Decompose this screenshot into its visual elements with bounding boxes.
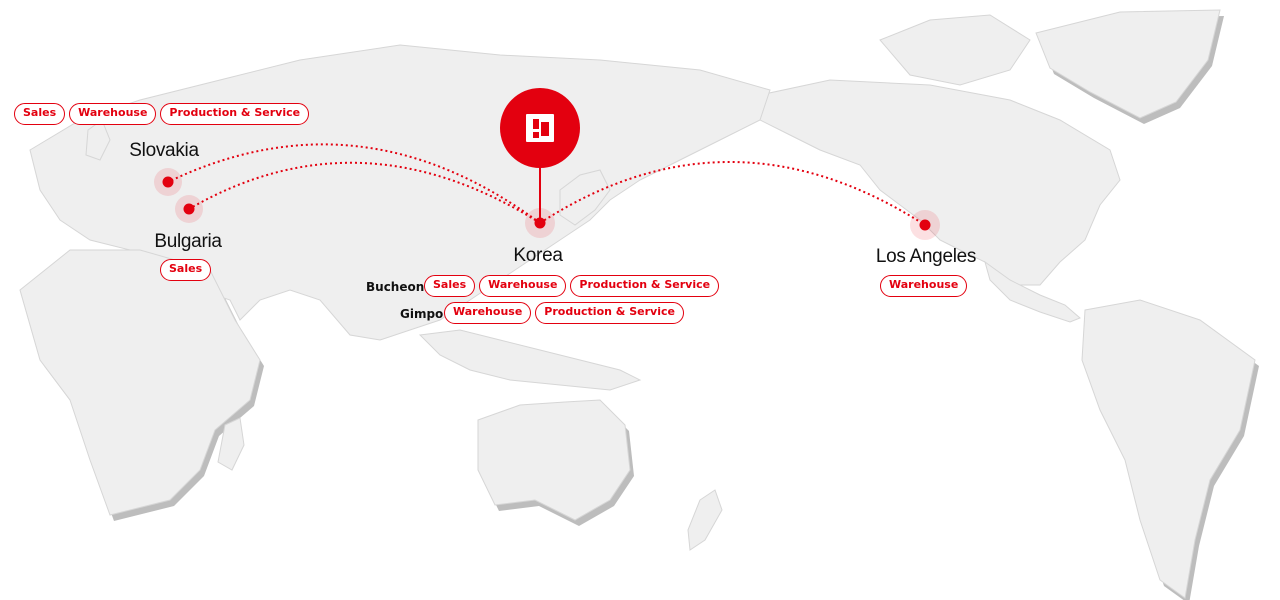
- bucheon-tag-production-service[interactable]: Production & Service: [570, 275, 720, 297]
- los-angeles-label: Los Angeles: [875, 246, 977, 267]
- bulgaria-tag-sales[interactable]: Sales: [160, 259, 212, 281]
- bucheon-tags: Sales Warehouse Production & Service: [424, 275, 720, 297]
- slovakia-label: Slovakia: [129, 140, 199, 161]
- bulgaria-tags: Sales: [160, 259, 212, 281]
- slovakia-tag-sales[interactable]: Sales: [14, 103, 66, 125]
- bucheon-label: Bucheon: [366, 280, 425, 294]
- bucheon-tag-sales[interactable]: Sales: [424, 275, 476, 297]
- gimpo-tags: Warehouse Production & Service: [444, 302, 684, 324]
- slovakia-marker[interactable]: [162, 176, 174, 188]
- bucheon-tag-warehouse[interactable]: Warehouse: [479, 275, 567, 297]
- route-korea-slovakia: [167, 143, 541, 224]
- gimpo-label: Gimpo: [400, 307, 444, 321]
- los-angeles-tags: Warehouse: [880, 275, 968, 297]
- route-korea-bulgaria: [188, 161, 541, 224]
- los-angeles-tag-warehouse[interactable]: Warehouse: [880, 275, 968, 297]
- company-logo-badge[interactable]: [500, 88, 580, 168]
- los-angeles-marker[interactable]: [919, 219, 931, 231]
- slovakia-tag-production-service[interactable]: Production & Service: [160, 103, 310, 125]
- route-lines: [167, 143, 926, 226]
- slovakia-tags: Sales Warehouse Production & Service: [14, 103, 310, 125]
- korea-label: Korea: [513, 245, 563, 266]
- korea-marker[interactable]: [534, 217, 546, 229]
- route-korea-los-angeles: [539, 161, 926, 226]
- markers: [154, 165, 940, 240]
- gimpo-tag-warehouse[interactable]: Warehouse: [444, 302, 532, 324]
- slovakia-tag-warehouse[interactable]: Warehouse: [69, 103, 157, 125]
- bulgaria-marker[interactable]: [183, 203, 195, 215]
- gimpo-tag-production-service[interactable]: Production & Service: [535, 302, 684, 324]
- bulgaria-label: Bulgaria: [154, 231, 222, 252]
- company-logo-icon: [526, 114, 554, 142]
